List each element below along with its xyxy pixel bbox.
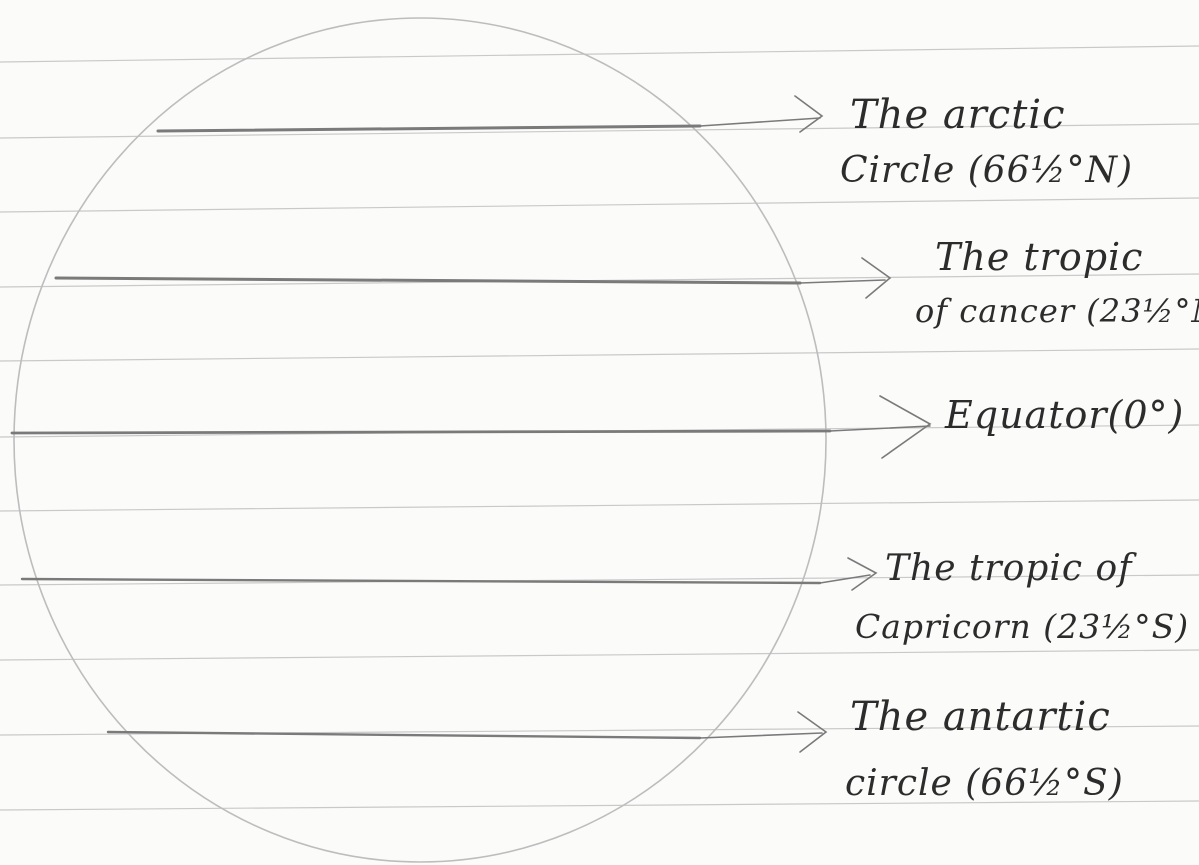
tropic-of-capricorn-line bbox=[20, 577, 822, 585]
arctic-arrow-head bbox=[794, 95, 824, 133]
rule-line bbox=[0, 574, 1199, 586]
rule-line bbox=[0, 197, 1199, 213]
globe-outline bbox=[13, 17, 827, 863]
tropic-of-cancer-label-line2: of cancer (23½°N) bbox=[915, 292, 1199, 330]
cancer-arrow-head bbox=[861, 257, 892, 299]
capricorn-arrow-shaft bbox=[819, 574, 871, 584]
equator-line bbox=[10, 429, 832, 435]
antarctic-circle-label-line2: circle (66½°S) bbox=[845, 763, 1124, 804]
arctic-circle-label-line1: The arctic bbox=[850, 92, 1065, 138]
antarctic-circle-label-line1: The antartic bbox=[850, 694, 1111, 740]
capricorn-arrow-head bbox=[847, 557, 878, 591]
latitude-lines bbox=[10, 95, 932, 753]
antarctic-circle-line bbox=[106, 730, 702, 740]
tropic-of-capricorn-label-line1: The tropic of bbox=[885, 548, 1137, 589]
equator-label: Equator(0°) bbox=[944, 393, 1184, 437]
rule-line bbox=[0, 800, 1199, 811]
arctic-arrow-shaft bbox=[699, 117, 821, 127]
arctic-circle-label-line2: Circle (66½°N) bbox=[840, 150, 1133, 191]
rule-line bbox=[0, 45, 1199, 63]
equator-arrow-shaft bbox=[829, 425, 931, 432]
equator-arrow-head bbox=[879, 395, 932, 459]
rule-line bbox=[0, 348, 1199, 362]
tropic-of-cancer-label-line1: The tropic bbox=[935, 235, 1143, 279]
rule-line bbox=[0, 123, 1199, 139]
tropic-of-capricorn-label-line2: Capricorn (23½°S) bbox=[855, 607, 1189, 646]
rule-line bbox=[0, 499, 1199, 512]
antarctic-arrow-shaft bbox=[699, 732, 823, 739]
rule-line bbox=[0, 649, 1199, 661]
antarctic-arrow-head bbox=[797, 711, 828, 753]
labels: The arctic Circle (66½°N) The tropic of … bbox=[840, 92, 1199, 804]
arctic-circle-line bbox=[156, 124, 702, 133]
cancer-arrow-shaft bbox=[799, 279, 886, 284]
tropic-of-cancer-line bbox=[54, 276, 802, 285]
